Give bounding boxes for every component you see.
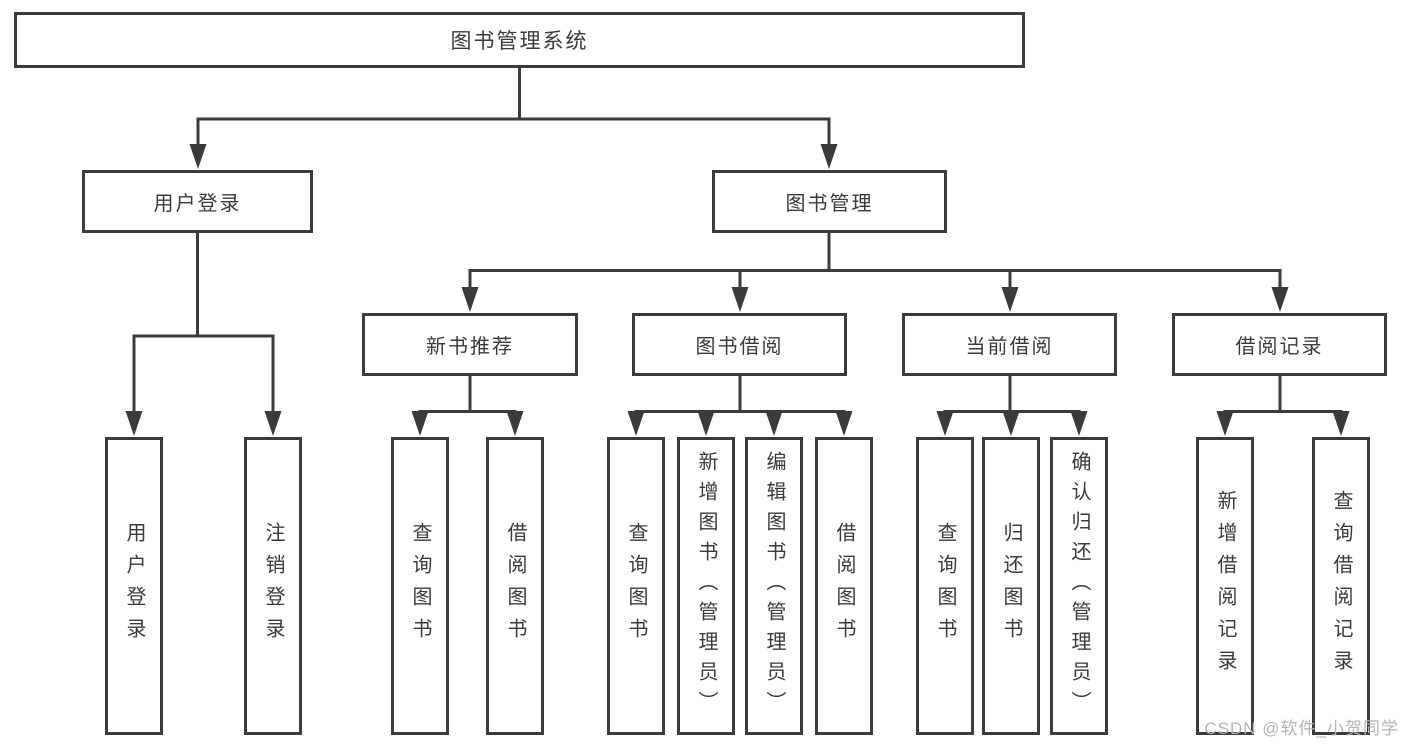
- leaf-borrow-books-recommend: 借阅图书: [486, 437, 544, 735]
- leaf-query-books-current-label: 查询图书: [934, 522, 956, 650]
- leaf-query-books-borrow-label: 查询图书: [625, 522, 647, 650]
- leaf-return-book: 归还图书: [982, 437, 1040, 735]
- leaf-query-books-borrow: 查询图书: [607, 437, 665, 735]
- node-new-book-recommendation-label: 新书推荐: [426, 336, 514, 358]
- node-current-borrowing: 当前借阅: [902, 313, 1117, 376]
- arrowheads: [125, 144, 1350, 436]
- node-borrowing-records: 借阅记录: [1172, 313, 1387, 376]
- node-book-management-label: 图书管理: [785, 193, 874, 215]
- node-user-login: 用户登录: [82, 170, 313, 233]
- leaf-return-book-label: 归还图书: [1000, 522, 1022, 650]
- leaf-logout-label: 注销登录: [262, 522, 284, 650]
- leaf-split-a: [418, 410, 517, 418]
- level2-split-line: [196, 117, 831, 152]
- login-split-line: [132, 334, 275, 418]
- leaf-confirm-return-admin-label: 确认归还（管理员）: [1068, 451, 1090, 721]
- level3-split-line: [468, 269, 1282, 295]
- leaf-user-login: 用户登录: [105, 437, 163, 735]
- leaf-add-book-admin: 新增图书（管理员）: [677, 437, 735, 735]
- leaf-borrow-books: 借阅图书: [815, 437, 873, 735]
- node-borrowing-records-label: 借阅记录: [1235, 336, 1324, 358]
- leaf-query-borrow-record-label: 查询借阅记录: [1330, 490, 1352, 682]
- node-book-borrowing-label: 图书借阅: [695, 336, 784, 358]
- watermark: CSDN @软件_小贺同学: [1204, 719, 1399, 738]
- leaf-confirm-return-admin: 确认归还（管理员）: [1050, 437, 1108, 735]
- leaf-edit-book-admin: 编辑图书（管理员）: [745, 437, 803, 735]
- leaf-add-borrow-record-label: 新增借阅记录: [1214, 490, 1236, 682]
- node-new-book-recommendation: 新书推荐: [362, 313, 578, 376]
- leaf-query-books-recommend: 查询图书: [391, 437, 449, 735]
- node-book-borrowing: 图书借阅: [632, 313, 847, 376]
- leaf-query-books-current: 查询图书: [916, 437, 974, 735]
- node-root: 图书管理系统: [14, 12, 1025, 68]
- leaf-add-book-admin-label: 新增图书（管理员）: [695, 451, 717, 721]
- node-current-borrowing-label: 当前借阅: [965, 336, 1054, 358]
- leaf-add-borrow-record: 新增借阅记录: [1196, 437, 1254, 735]
- leaf-logout: 注销登录: [244, 437, 302, 735]
- leaf-query-books-recommend-label: 查询图书: [409, 522, 431, 650]
- leaf-edit-book-admin-label: 编辑图书（管理员）: [763, 451, 785, 721]
- leaf-query-borrow-record: 查询借阅记录: [1312, 437, 1370, 735]
- leaf-borrow-books-recommend-label: 借阅图书: [504, 522, 526, 650]
- leaf-borrow-books-label: 借阅图书: [833, 522, 855, 650]
- node-book-management: 图书管理: [712, 170, 947, 233]
- node-user-login-label: 用户登录: [153, 193, 242, 215]
- leaf-split-d: [1223, 410, 1343, 418]
- leaf-user-login-label: 用户登录: [123, 522, 145, 650]
- node-root-label: 图书管理系统: [450, 30, 589, 53]
- leaf-split-b: [634, 410, 846, 418]
